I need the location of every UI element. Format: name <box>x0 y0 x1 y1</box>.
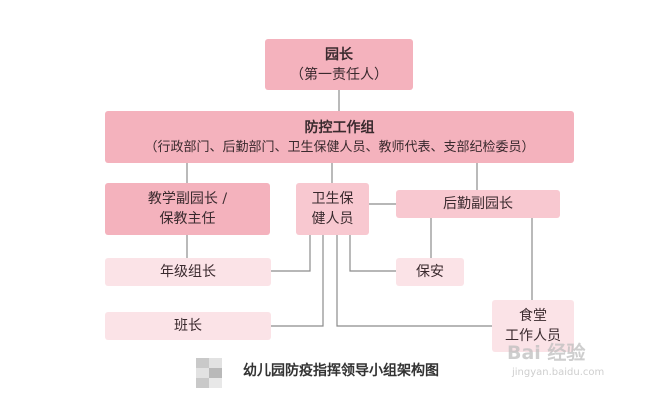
class-leader-label: 班长 <box>174 318 202 334</box>
security-label: 保安 <box>416 264 444 280</box>
principal-title: 园长 <box>325 46 353 63</box>
watermark-brand: Bai 经验 <box>507 342 586 364</box>
principal-node: 园长 （第一责任人） <box>265 39 413 90</box>
grade-leader-node: 年级组长 <box>105 258 271 286</box>
teaching-vp-line1: 教学副园长 / <box>147 191 228 207</box>
health-staff-line2: 健人员 <box>311 211 354 227</box>
caption-image-icon <box>196 358 222 388</box>
canteen-line2: 工作人员 <box>505 328 561 344</box>
health-staff-node: 卫生保 健人员 <box>296 183 369 235</box>
line-health-canteen <box>336 235 492 327</box>
canteen-line1: 食堂 <box>519 308 547 324</box>
group-title: 防控工作组 <box>304 119 375 136</box>
security-node: 保安 <box>396 258 464 286</box>
class-leader-node: 班长 <box>105 312 271 340</box>
line-health-class <box>271 235 324 327</box>
teaching-vp-node: 教学副园长 / 保教主任 <box>105 183 270 235</box>
watermark-url: jingyan.baidu.com <box>512 367 605 378</box>
canteen-node: 食堂 工作人员 <box>492 300 574 352</box>
teaching-vp-line2: 保教主任 <box>159 211 216 227</box>
health-staff-line1: 卫生保 <box>311 191 354 207</box>
line-health-grade <box>271 235 311 272</box>
grade-leader-label: 年级组长 <box>160 264 216 280</box>
group-node: 防控工作组 （行政部门、后勤部门、卫生保健人员、教师代表、支部纪检委员） <box>105 111 574 163</box>
line-health-security <box>349 235 396 272</box>
group-subtitle: （行政部门、后勤部门、卫生保健人员、教师代表、支部纪检委员） <box>144 139 535 155</box>
logistics-vp-label: 后勤副园长 <box>443 196 513 212</box>
diagram-caption: 幼儿园防疫指挥领导小组架构图 <box>243 363 439 379</box>
logistics-vp-node: 后勤副园长 <box>396 190 560 218</box>
principal-subtitle: （第一责任人） <box>290 66 388 83</box>
